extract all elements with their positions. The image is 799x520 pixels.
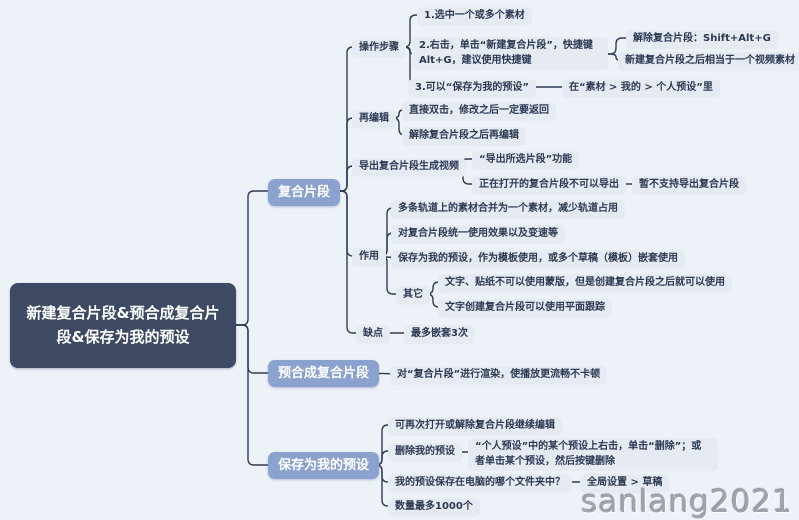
node-merge-tracks[interactable]: 多条轨道上的素材合并为一个素材，减少轨道占用	[391, 200, 625, 219]
node-text-sticker-mask[interactable]: 文字、贴纸不可以使用蒙版，但是创建复合片段之后就可以使用	[438, 274, 732, 293]
node-export-composite[interactable]: 导出复合片段生成视频	[352, 158, 466, 177]
watermark: sanlang2021	[581, 484, 793, 520]
branch-save-preset[interactable]: 保存为我的预设	[268, 452, 380, 479]
node-render-smooth[interactable]: 对“复合片段”进行渲染，使播放更流畅不卡顿	[390, 366, 608, 385]
node-max-count[interactable]: 数量最多1000个	[388, 498, 480, 517]
node-text-plane-tracking[interactable]: 文字创建复合片段可以使用平面跟踪	[438, 299, 612, 318]
node-max-nesting[interactable]: 最多嵌套3次	[404, 325, 475, 344]
node-preset-folder[interactable]: 我的预设保存在电脑的哪个文件夹中？	[388, 474, 572, 493]
branch-composite-clip[interactable]: 复合片段	[268, 179, 341, 206]
node-open-cannot-export[interactable]: 正在打开的复合片段不可以导出	[472, 176, 626, 195]
node-re-edit[interactable]: 再编辑	[352, 110, 396, 129]
node-save-as-template[interactable]: 保存为我的预设，作为模板使用，或多个草稿（模板）嵌套使用	[391, 250, 685, 269]
node-release-shortcut[interactable]: 解除复合片段：Shift+Alt+G	[626, 30, 778, 49]
node-reopen-edit[interactable]: 可再次打开或解除复合片段继续编辑	[388, 417, 562, 436]
node-export-selected[interactable]: “导出所选片段”功能	[472, 151, 580, 170]
node-release-reedit[interactable]: 解除复合片段之后再编辑	[402, 127, 526, 146]
node-weakness[interactable]: 缺点	[356, 325, 390, 344]
node-delete-method[interactable]: “个人预设”中的某个预设上右击，单击“删除”；或者单击某个预设，然后按键删除	[468, 438, 718, 471]
node-usage[interactable]: 作用	[352, 248, 386, 267]
node-step-3[interactable]: 3.可以“保存为我的预设”	[408, 79, 536, 98]
node-unified-effects[interactable]: 对复合片段统一使用效果以及变速等	[391, 225, 565, 244]
root-topic[interactable]: 新建复合片段&预合成复合片段&保存为我的预设	[10, 283, 236, 368]
node-operation-steps[interactable]: 操作步骤	[352, 39, 406, 58]
node-new-composite-note[interactable]: 新建复合片段之后相当于一个视频素材	[618, 52, 799, 71]
node-global-settings[interactable]: 全局设置 > 草稿	[580, 474, 670, 493]
node-step-2[interactable]: 2.右击，单击“新建复合片段”，快捷键Alt+G，建议使用快捷键	[412, 37, 608, 70]
node-export-unsupported[interactable]: 暂不支持导出复合片段	[632, 176, 746, 195]
node-delete-preset[interactable]: 删除我的预设	[388, 443, 462, 462]
node-double-click[interactable]: 直接双击，修改之后一定要返回	[402, 102, 556, 121]
node-step-1[interactable]: 1.选中一个或多个素材	[417, 7, 532, 26]
node-other[interactable]: 其它	[396, 286, 430, 305]
node-preset-location[interactable]: 在“素材 > 我的 > 个人预设”里	[562, 79, 720, 98]
branch-precompose[interactable]: 预合成复合片段	[268, 360, 380, 387]
